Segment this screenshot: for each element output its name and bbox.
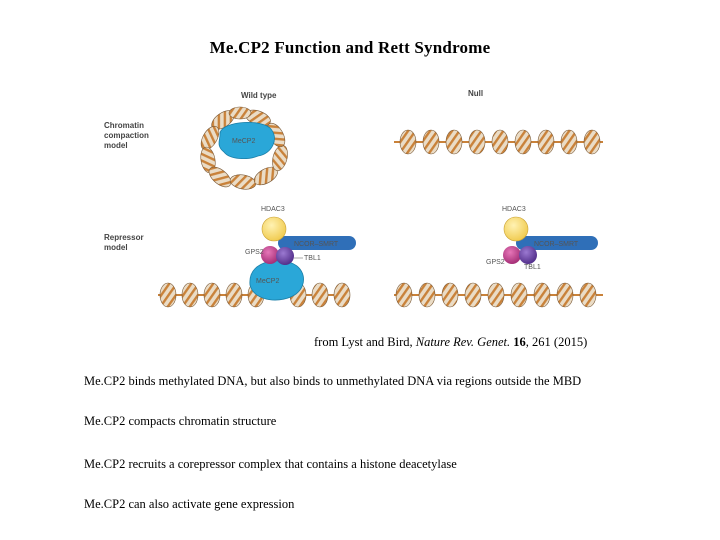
bullet-1: Me.CP2 binds methylated DNA, but also bi…	[84, 374, 582, 388]
mecp2-label-bottom: MeCP2	[256, 278, 279, 285]
bullet-3: Me.CP2 recruits a corepressor complex th…	[84, 457, 457, 471]
mecp2-label-top: MeCP2	[232, 138, 255, 145]
caption-pages: , 261 (2015)	[525, 335, 588, 349]
compacted-chromatin	[200, 106, 288, 190]
tbl1-label-right: TBL1	[524, 264, 541, 271]
tbl1-label-left: TBL1	[304, 255, 321, 262]
mecp2-blob-top: MeCP2	[218, 122, 275, 160]
row-label-repressor-2: model	[104, 243, 128, 252]
wt-repressor-complex: MeCP2 NCOR–SMRT HDAC3 GPS2 TBL1	[245, 206, 356, 301]
caption-text: from Lyst and Bird,	[314, 335, 416, 349]
null-chromatin-row	[394, 129, 603, 155]
hdac3-label-right: HDAC3	[502, 206, 526, 213]
row-label-chromatin-2: compaction	[104, 131, 149, 140]
header-null: Null	[468, 89, 483, 98]
gps2-label-left: GPS2	[245, 249, 264, 256]
bullet-2: Me.CP2 compacts chromatin structure	[84, 414, 277, 428]
ncor-label-right: NCOR–SMRT	[534, 241, 579, 248]
wt-repressor-dna	[158, 282, 351, 308]
row-label-repressor-1: Repressor	[104, 233, 144, 242]
bullet-4: Me.CP2 can also activate gene expression	[84, 497, 295, 511]
header-wild-type: Wild type	[241, 91, 277, 100]
caption-journal: Nature Rev. Genet.	[415, 335, 511, 349]
figure-caption: from Lyst and Bird, Nature Rev. Genet. 1…	[314, 335, 587, 350]
null-repressor-dna	[394, 282, 603, 308]
slide-title: Me.CP2 Function and Rett Syndrome	[209, 38, 491, 57]
hdac3-label-left: HDAC3	[261, 206, 285, 213]
gps2-label-right: GPS2	[486, 259, 505, 266]
mecp2-model-figure: Wild type Null Chromatin compaction mode…	[104, 89, 603, 308]
ncor-label-left: NCOR–SMRT	[294, 241, 339, 248]
caption-volume: 16	[513, 335, 526, 349]
null-repressor-complex: NCOR–SMRT HDAC3 GPS2 TBL1	[486, 206, 598, 271]
row-label-chromatin-3: model	[104, 141, 128, 150]
row-label-chromatin-1: Chromatin	[104, 121, 144, 130]
